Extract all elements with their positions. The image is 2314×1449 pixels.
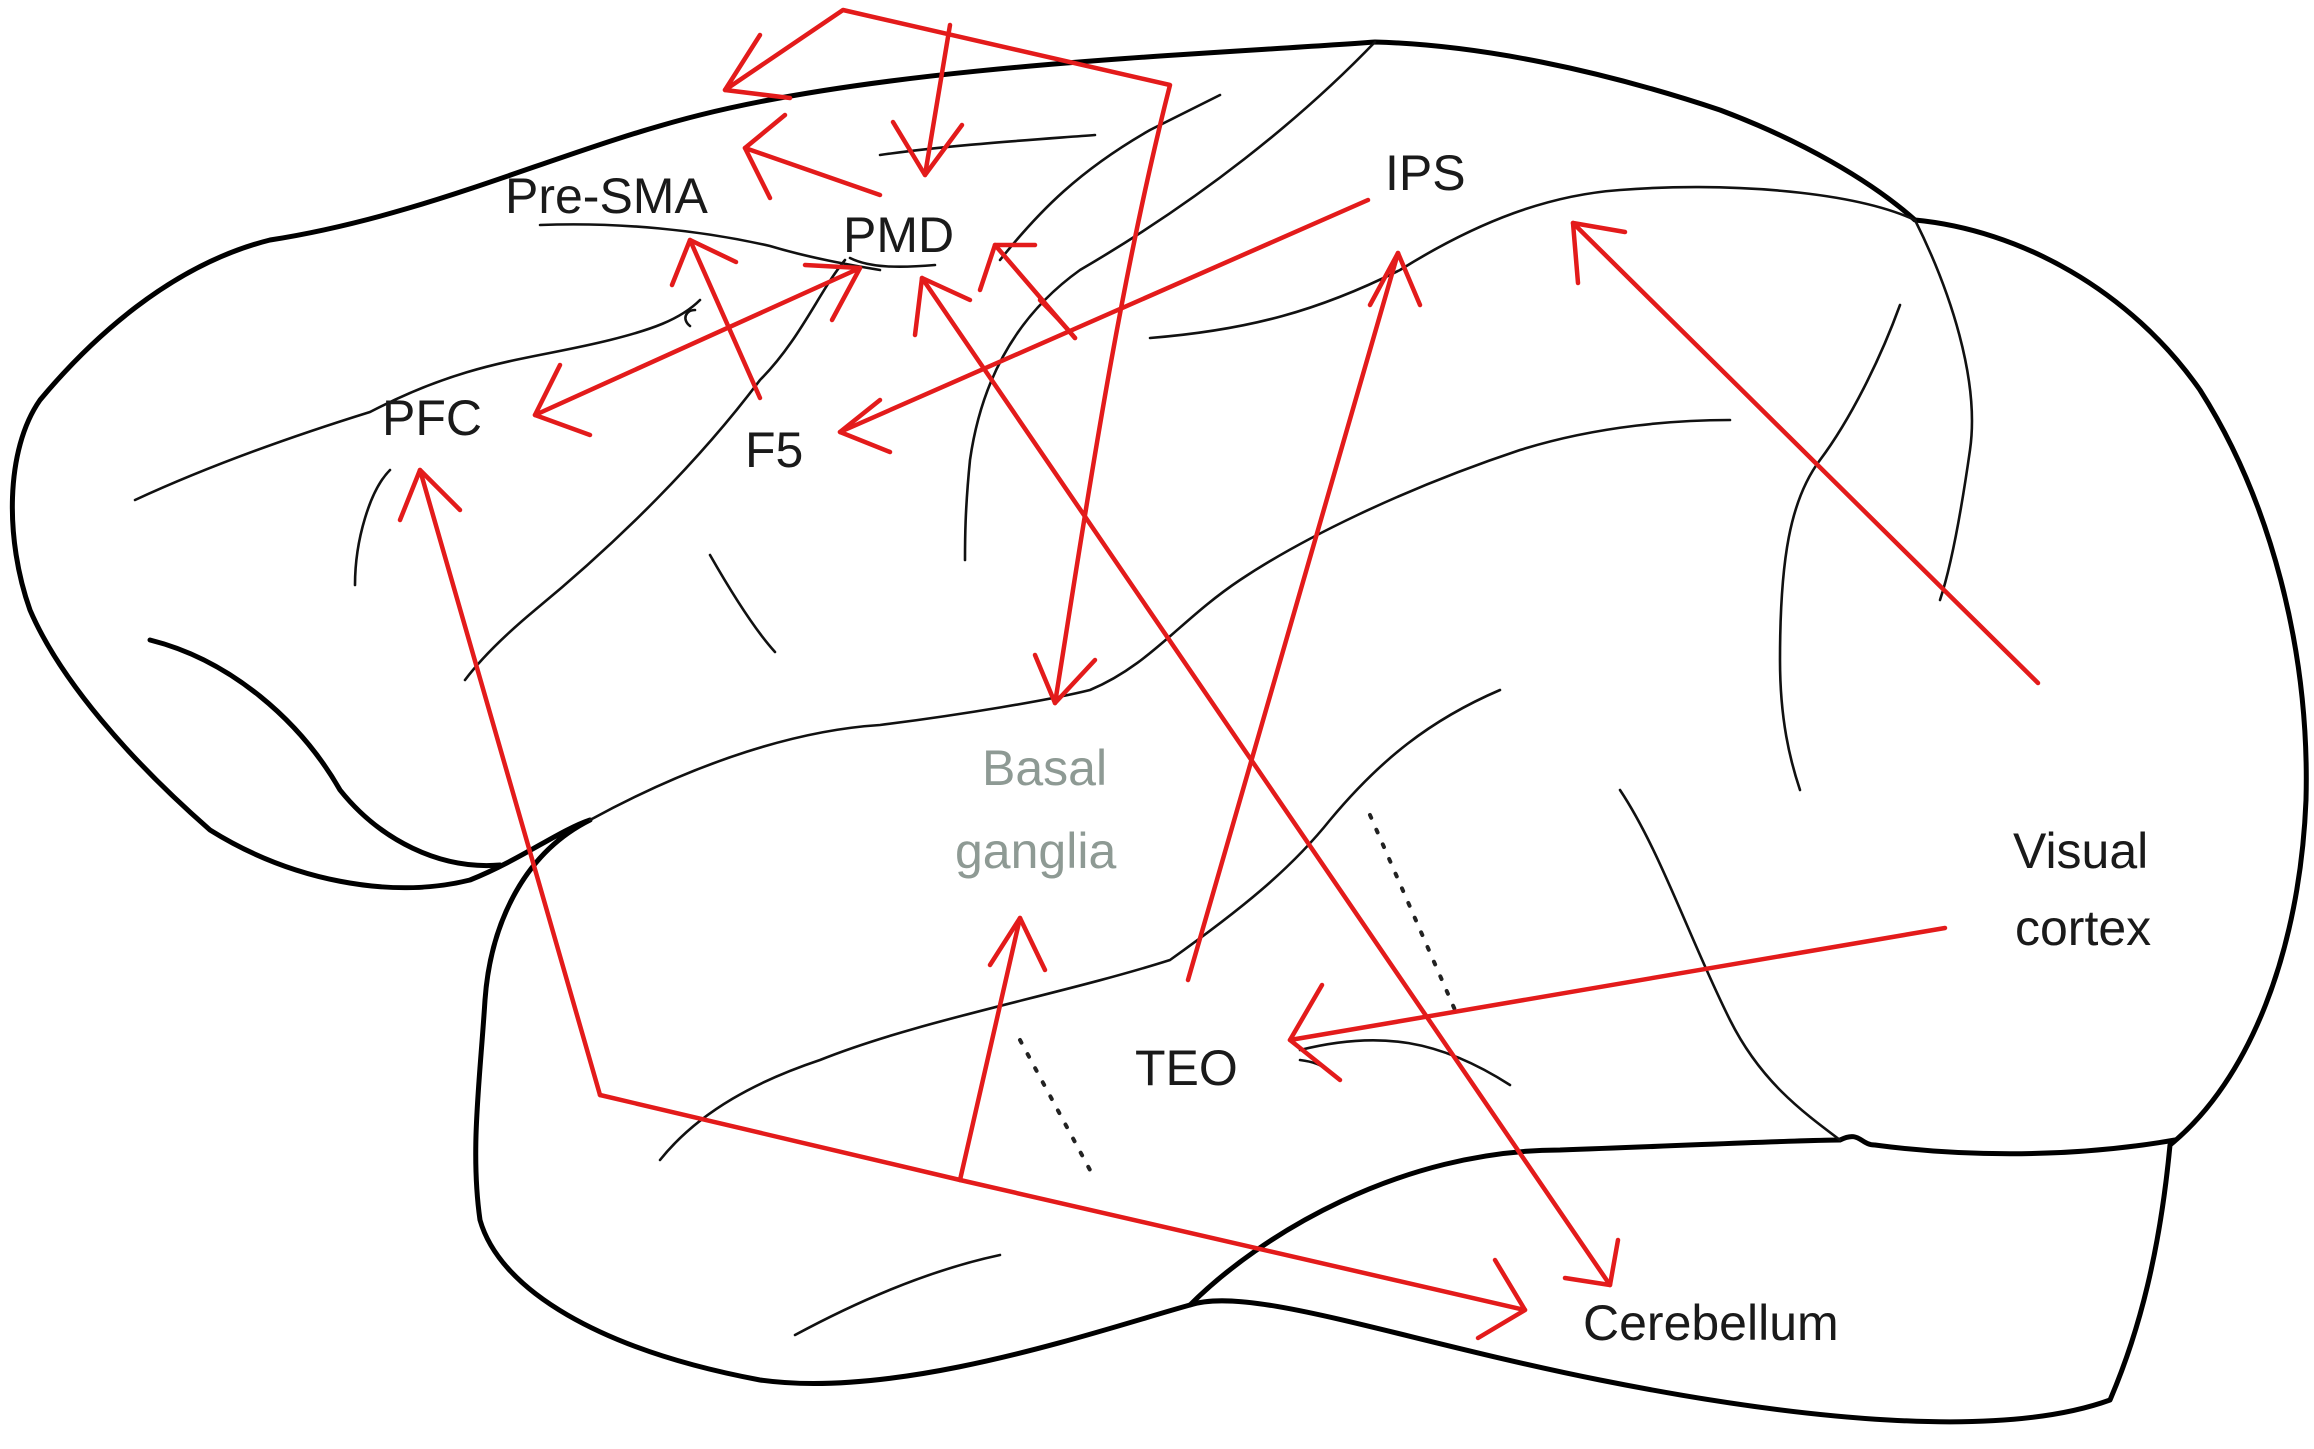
cerebellum-hub-line [597, 1092, 1528, 1313]
central-sulcus [963, 40, 1377, 562]
arrowhead-f5 [837, 397, 893, 455]
arrowhead-cerebellum-left [1475, 1257, 1528, 1341]
arrowhead-pfc-from-cerebellum [397, 467, 463, 523]
frontal-lobe-underside [147, 637, 503, 869]
cerebellum-boundary [1187, 1134, 2178, 1308]
arrowhead-pre-sma-left [742, 112, 788, 201]
lunate-sulcus [1778, 303, 1902, 792]
label-visual-cortex-line2: cortex [2015, 900, 2151, 956]
region-labels: Pre-SMA PMD IPS PFC F5 Basal ganglia Vis… [382, 145, 2151, 1351]
connections [417, 7, 2041, 1313]
visual-cortex-to-teo-line [1287, 925, 1948, 1043]
inferior-temporal-sulcus [1298, 1038, 1512, 1087]
brain-outline [9, 39, 2309, 1425]
ips-to-f5-line [837, 197, 1371, 435]
arrowhead-pre-sma-top [722, 32, 793, 101]
principal-sulcus [133, 298, 702, 502]
arrowhead-basal-ganglia-top [1032, 652, 1098, 706]
cerebellum-pfc-line [417, 467, 603, 1098]
parietal-branch [1913, 218, 1974, 602]
arrowhead-basal-ganglia-bottom [987, 915, 1048, 973]
arrowhead-pfc [532, 362, 593, 438]
superior-temporal-sulcus [658, 688, 1502, 1162]
pmd-to-pre-sma-line [742, 145, 883, 198]
arrowhead-pre-sma-bottom [669, 237, 739, 288]
pmd-cerebellum-line [919, 275, 1613, 1288]
ventral-arcuate-spur [708, 553, 777, 654]
arrowhead-cerebellum-right [1562, 1237, 1621, 1288]
label-pre-sma: Pre-SMA [505, 168, 708, 224]
sulci [133, 40, 1974, 1337]
visual-cortex-to-ips-line [1570, 220, 2041, 686]
ventral-temporal-sulcus [793, 1253, 1002, 1337]
basal-ganglia-to-pmd-line [922, 22, 953, 178]
teo-to-ips-line [1185, 250, 1401, 983]
sylvian-fissure [588, 418, 1732, 822]
f5-to-pre-sma-line [687, 237, 763, 401]
arrowhead-teo [1287, 982, 1343, 1083]
ips-to-pmd-curve [1037, 297, 1078, 341]
arrowhead-pmd-right [977, 242, 1038, 293]
teo-boundary-posterior [1368, 813, 1457, 1012]
cortex-outline [9, 39, 2309, 1425]
arrowhead-ips-from-teo [1367, 250, 1423, 308]
label-teo: TEO [1135, 1040, 1238, 1096]
arrowhead-ips-from-visual [1570, 220, 1628, 286]
pfc-pmd-line [532, 265, 863, 418]
arcuate-sulcus [463, 258, 847, 682]
label-pfc: PFC [382, 390, 482, 446]
basal-ganglia-loop-line [722, 7, 1173, 706]
arcuate-sulcus-upper [848, 256, 937, 269]
frontal-branch-a [684, 308, 697, 328]
occipital-sulcus [1618, 788, 1842, 1142]
premotor-sulcus [998, 93, 1222, 262]
intraparietal-sulcus [1148, 185, 1917, 340]
label-basal-ganglia-line2: ganglia [955, 823, 1116, 879]
label-pmd: PMD [843, 207, 954, 263]
label-visual-cortex-line1: Visual [2013, 823, 2148, 879]
arrowhead-pmd-from-cerebellum [912, 275, 973, 338]
arrowheads [397, 32, 1628, 1341]
arrowhead-pmd-top [890, 119, 965, 178]
frontal-pole-sulcus [353, 468, 392, 587]
label-basal-ganglia-line1: Basal [982, 740, 1107, 796]
superior-precentral-dimple [878, 133, 1097, 157]
label-ips: IPS [1385, 145, 1466, 201]
cerebellum-to-basal-ganglia-line [957, 915, 1023, 1183]
label-f5: F5 [745, 422, 803, 478]
arrowhead-pmd-from-pfc [802, 262, 863, 323]
label-cerebellum: Cerebellum [1583, 1295, 1839, 1351]
teo-boundary-anterior [1018, 1038, 1092, 1172]
